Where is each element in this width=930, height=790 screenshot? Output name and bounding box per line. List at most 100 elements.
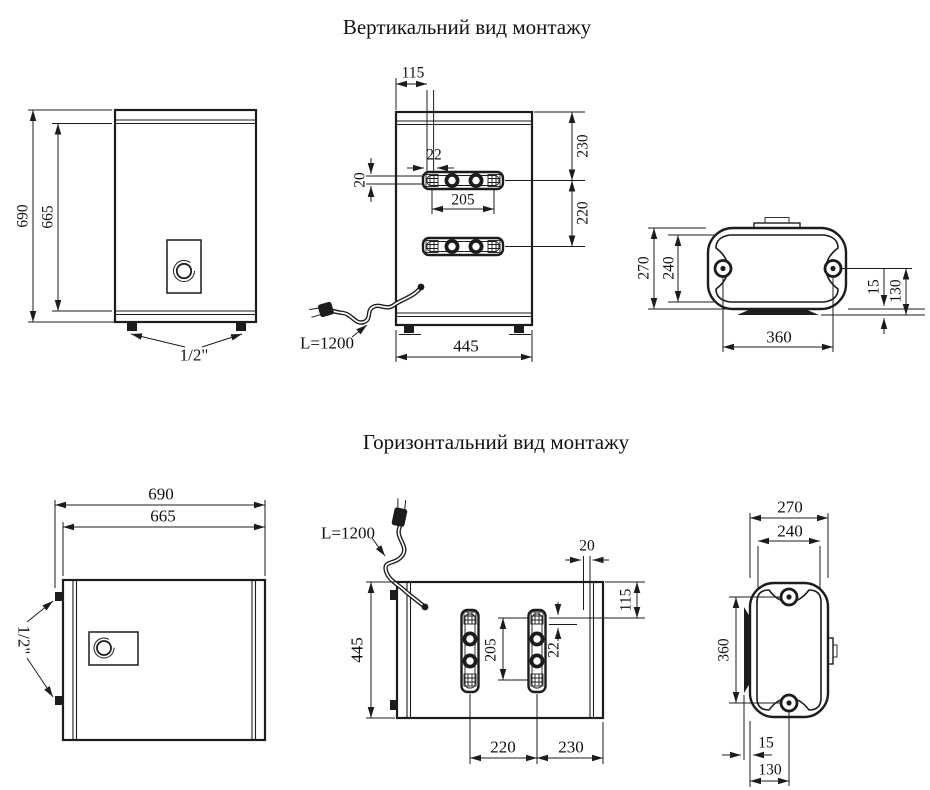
dim-top-offset: 115 [395,65,435,172]
foot-left [127,322,137,331]
dim-foot-offset: 15 [722,695,774,787]
section-title-horizontal: Горизонтальний вид монтажу [363,430,630,454]
dim-label-360: 360 [716,638,733,662]
dim-label-115: 115 [402,65,425,82]
dim-foot-depth: 130 [750,711,790,786]
dim-overall-height: 690 [15,109,124,323]
cable-length-label: L=1200 [300,334,354,353]
dim-label-665: 665 [150,507,176,526]
dim-body-height: 445 [348,581,395,719]
foot-bottom [390,700,397,710]
pipe-connection-top [55,592,63,601]
dim-label-360: 360 [766,328,792,347]
bolt-top [779,587,799,607]
foot-top [390,590,397,600]
horizontal-rear-view: L=1200 445 20 115 22 [321,498,645,764]
dim-label-445: 445 [348,637,367,663]
knob-outer-ring [93,637,115,659]
thread-label: 1/2" [180,346,209,365]
dim-hole-span: 205 [431,190,495,214]
dim-label-22: 22 [546,642,563,658]
horizontal-front-view: 690 665 1/2" [15,485,267,742]
dim-bolt-span: 360 [716,596,781,704]
dim-label-205: 205 [483,638,500,662]
dim-foot-right: 15 130 [821,268,925,334]
dim-bracket-plate: 20 [352,158,423,202]
mounting-bracket-upper [421,170,505,191]
thread-label: 1/2" [15,626,34,655]
cord-entry-point [421,603,429,611]
dim-body-depth: 240 [661,234,714,303]
section-title-vertical: Вертикальний вид монтажу [343,15,592,39]
inner-shell-outline [715,234,839,303]
dim-label-130: 130 [888,279,905,303]
dim-overall-length: 690 [54,485,266,588]
dim-tank-height: 665 [40,123,112,312]
foot-left [404,325,414,333]
mounting-bracket-left [460,608,480,694]
base-foot [737,309,819,315]
dim-body-depth: 240 [757,522,821,588]
dim-label-20: 20 [352,172,369,188]
cable-length-label: L=1200 [321,524,375,543]
handle-tab-small [832,644,838,658]
dim-label-240: 240 [777,522,803,541]
dim-overall-depth: 270 [636,227,735,310]
dim-tank-length: 665 [62,507,265,576]
control-panel [166,239,202,294]
base-foot [744,607,750,693]
dim-label-115: 115 [618,588,635,611]
dim-label-665: 665 [40,205,57,229]
dim-bolt-span: 360 [722,278,834,352]
mounting-bracket-right [527,608,547,694]
dim-label-240: 240 [661,256,678,280]
dim-label-270: 270 [777,498,803,517]
knob-outer-ring [173,260,195,282]
dim-label-205: 205 [451,192,475,209]
power-cord: L=1200 [300,283,425,353]
dim-bracket-plate: 20 [565,538,609,610]
dim-label-220: 220 [575,201,592,225]
dim-body-width: 445 [395,330,533,362]
dim-label-15: 15 [758,735,774,752]
bolt-right [823,259,843,278]
dim-hole-pair: 22 [546,602,577,658]
dim-label-270: 270 [636,256,653,280]
dim-label-230: 230 [575,134,592,158]
horizontal-side-view: 270 240 360 15 130 [716,498,838,787]
dim-label-15: 15 [866,279,883,295]
knob [96,640,112,656]
pipe-connection-bottom [55,696,63,705]
dim-overall-depth: 270 [749,498,829,578]
bolt-bottom [779,693,799,713]
dim-hole-pair: 22 [407,147,454,172]
dim-label-20: 20 [579,538,595,555]
dim-label-690: 690 [148,485,174,504]
dim-label-445: 445 [453,337,479,356]
thread-callout: 1/2" [15,600,54,698]
dim-label-220: 220 [490,738,516,757]
dim-label-130: 130 [758,762,782,779]
dim-bottom-offsets: 220 230 [469,694,604,764]
mounting-bracket-lower [421,236,505,257]
bolt-left [713,259,733,278]
dim-label-690: 690 [15,204,32,228]
dim-hole-span: 205 [483,617,528,681]
dim-top-offset: 115 [549,581,645,619]
vertical-front-view: 690 665 1/2" [15,108,258,365]
dim-label-22: 22 [426,147,442,164]
power-plug [309,301,334,318]
power-cord: L=1200 [321,498,429,611]
cord-entry-point [417,283,425,291]
dim-right-offsets: 230 220 [505,111,592,247]
control-panel [88,631,139,666]
knob [175,262,193,280]
vertical-rear-view: 115 22 20 205 230 220 [300,65,592,362]
dim-label-230: 230 [558,738,584,757]
foot-right [514,325,524,333]
vertical-top-view: 270 240 15 130 360 [636,217,925,352]
power-plug [391,498,408,527]
thread-callout: 1/2" [130,333,243,365]
